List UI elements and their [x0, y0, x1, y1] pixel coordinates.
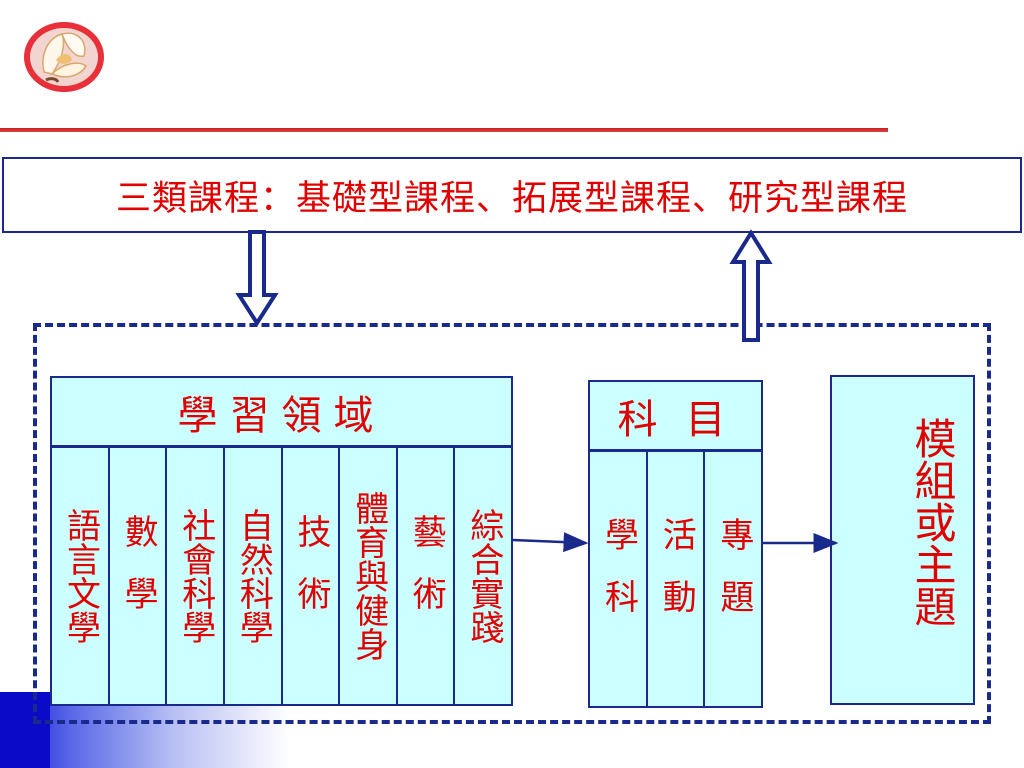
- down-arrow-icon: [235, 230, 279, 327]
- learning-areas-header: 學習領域: [52, 378, 511, 448]
- area-language-literature: 語言文學: [52, 448, 110, 704]
- subject-academic: 學科: [590, 452, 648, 706]
- course-types-title: 三類課程：基礎型課程、拓展型課程、研究型課程: [2, 157, 1022, 233]
- subjects-header: 科目: [590, 382, 761, 452]
- subject-project: 專題: [713, 517, 754, 641]
- header-rule: [0, 128, 888, 132]
- areas-to-subjects-arrow: [512, 532, 589, 553]
- subject-activity: 活動: [648, 452, 706, 706]
- area-arts: 藝術: [398, 448, 456, 704]
- modules-label: 模組或主題: [908, 417, 957, 627]
- dashed-frame: [33, 323, 991, 724]
- area-social-science: 社會科學: [167, 448, 225, 704]
- area-physical-health: 體育與健身: [340, 448, 398, 704]
- subjects-box: 科目 學科 活動 專題: [588, 380, 763, 708]
- area-technology: 技術: [283, 448, 341, 704]
- area-natural-science: 自然科學: [225, 448, 283, 704]
- up-arrow-icon: [729, 229, 773, 342]
- area-integrated-practice: 綜合實踐: [463, 508, 504, 644]
- learning-areas-box: 學習領域 語言文學 數學 社會科學 自然科學 技術 體育與健身 藝術 綜合實踐: [50, 376, 513, 706]
- area-mathematics: 數學: [110, 448, 168, 704]
- flower-logo-icon: [24, 22, 104, 92]
- modules-box: 模組或主題: [830, 375, 975, 705]
